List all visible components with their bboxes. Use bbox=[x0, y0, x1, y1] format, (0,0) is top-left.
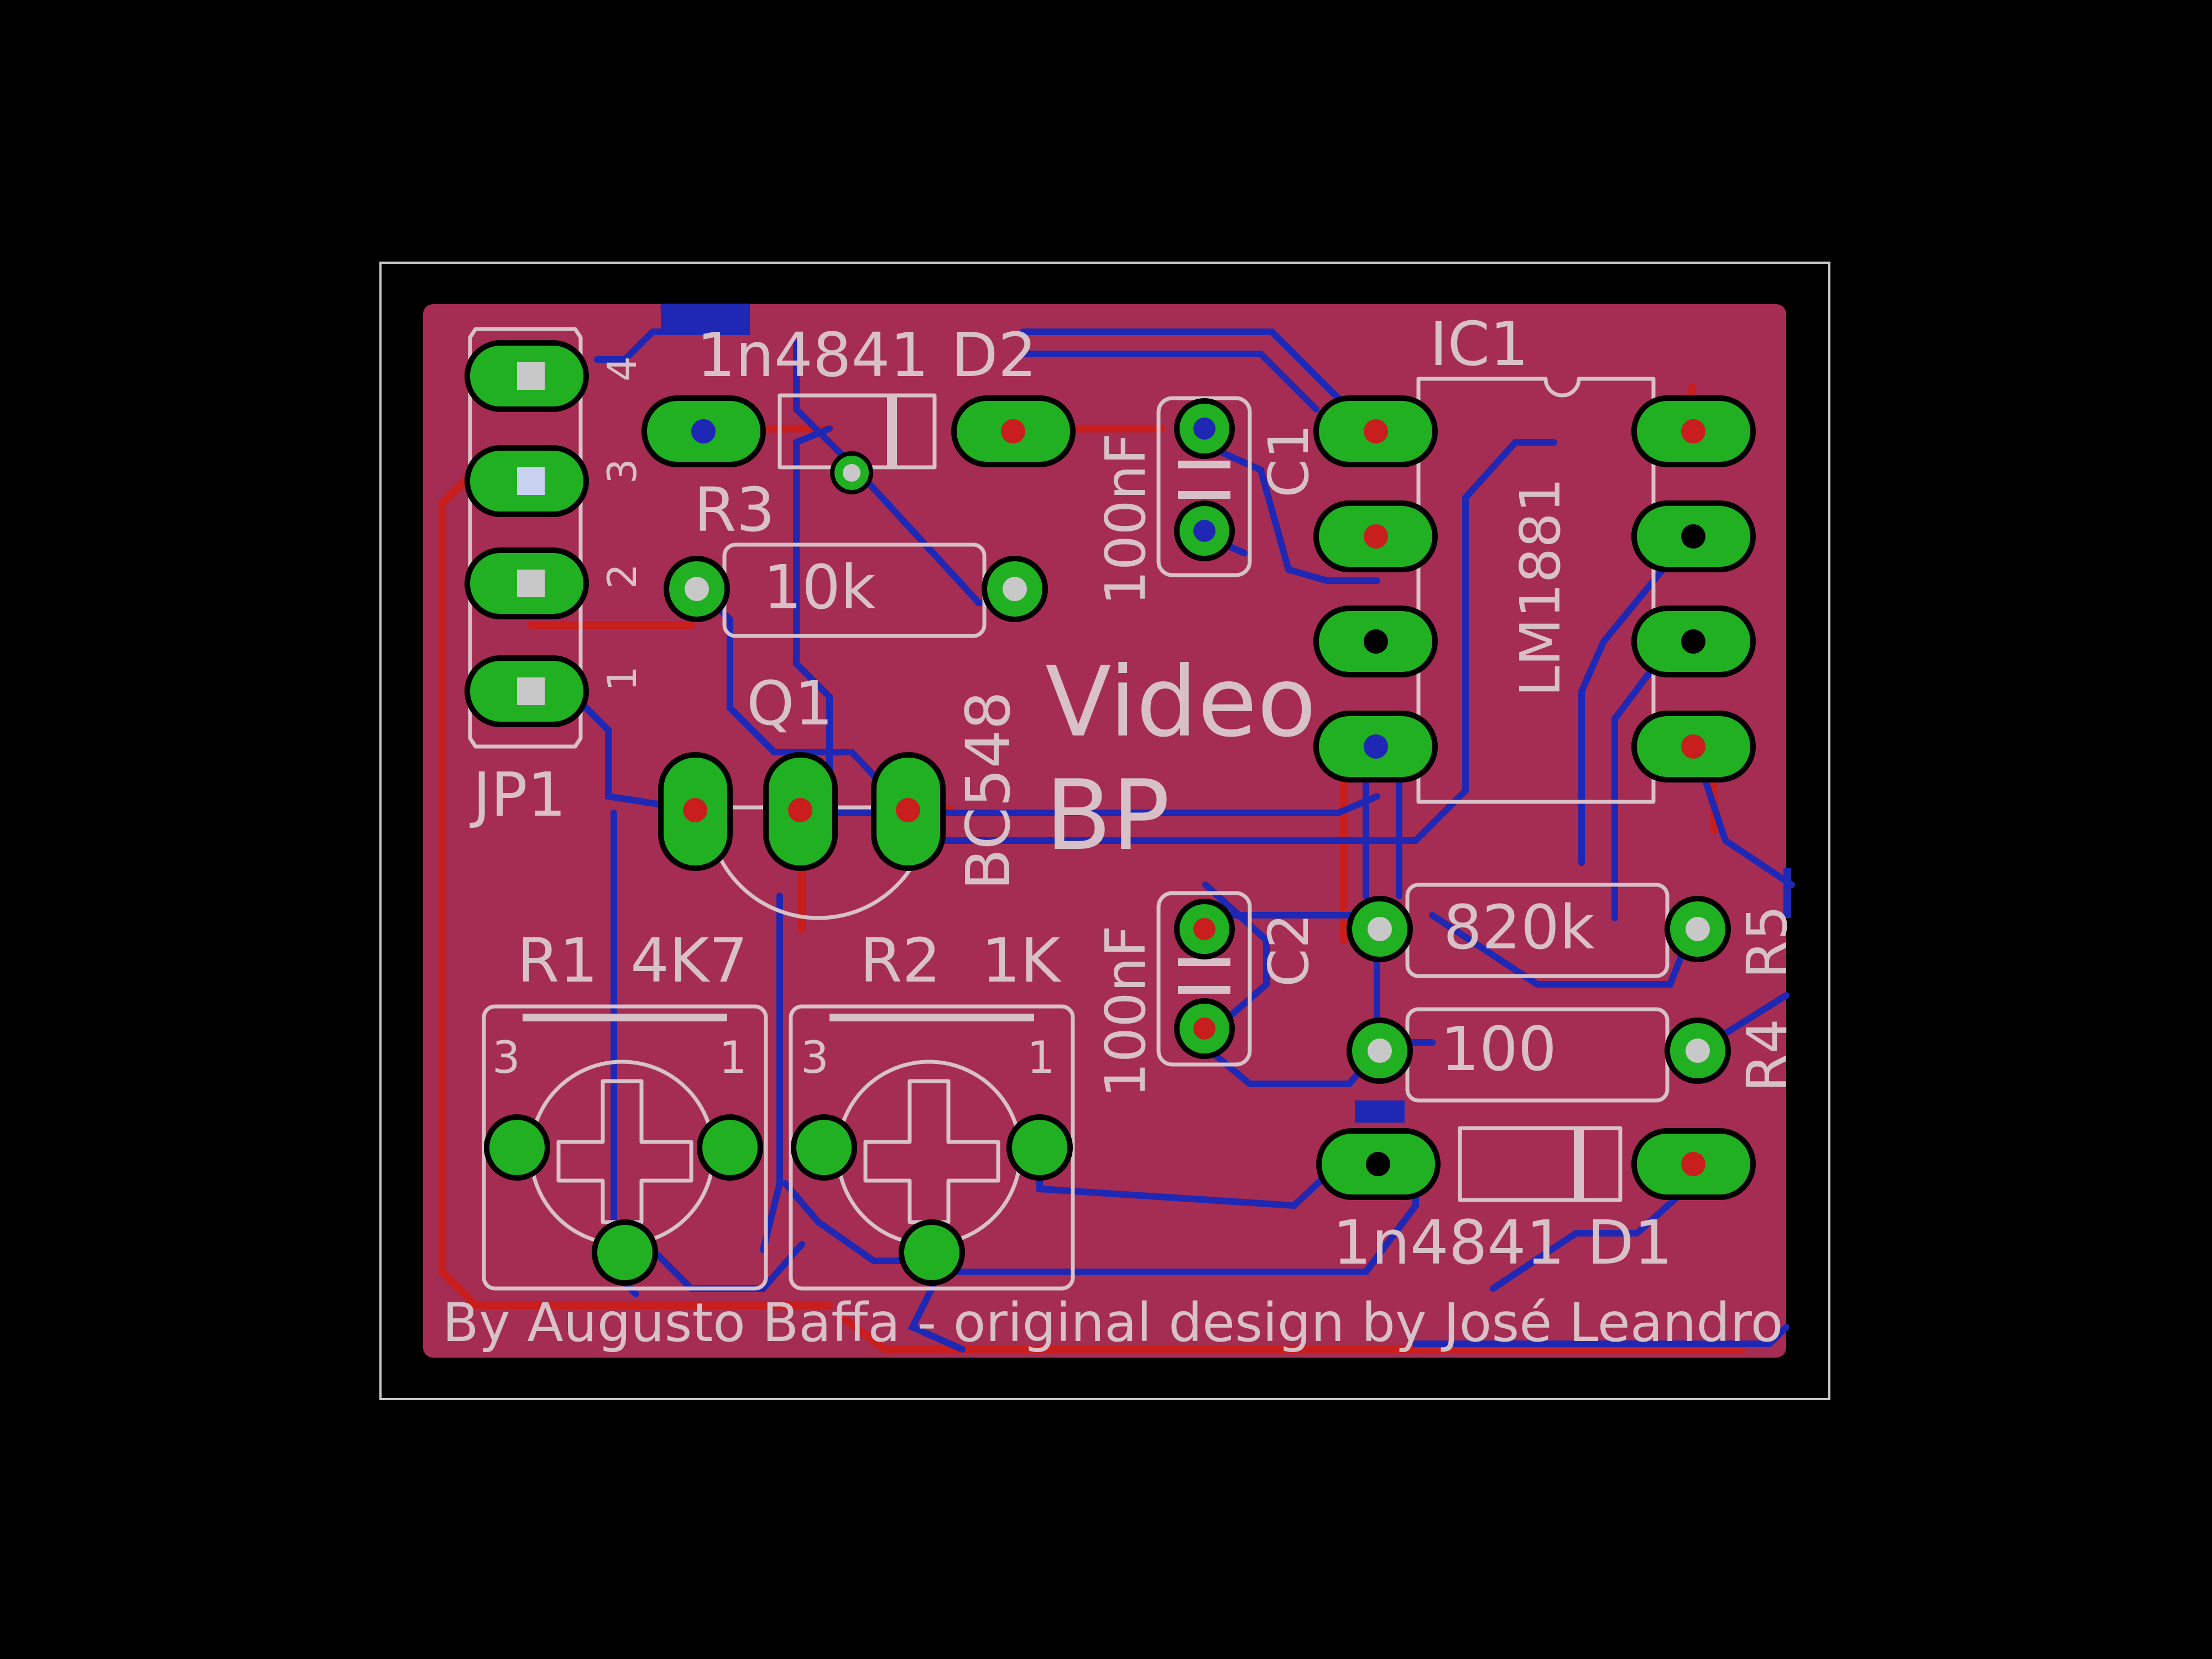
r2-pin3-label: 3 bbox=[801, 1032, 829, 1083]
jp1-pin1-label: 1 bbox=[599, 666, 645, 691]
r5-value-label: 820k bbox=[1443, 892, 1595, 963]
jp1-pin2-label: 2 bbox=[599, 564, 645, 589]
drill-holes bbox=[517, 362, 1710, 1176]
title-video: Video bbox=[1045, 646, 1316, 759]
ic1-outline bbox=[1416, 377, 1656, 804]
c2-outline bbox=[1156, 891, 1252, 1067]
r2-value-label: 1K bbox=[982, 925, 1062, 996]
c1-name-label: C1 bbox=[1256, 424, 1321, 498]
ic1-value-label: LM1881 bbox=[1508, 478, 1573, 697]
copper-pour bbox=[423, 304, 1786, 1358]
c2-name-label: C2 bbox=[1256, 914, 1321, 987]
jp1-pin3-label: 3 bbox=[599, 458, 645, 484]
d1-value-label: 1n4841 bbox=[1333, 1207, 1565, 1278]
r4-name-label: R4 bbox=[1735, 1019, 1799, 1092]
title-bp: BP bbox=[1045, 760, 1170, 872]
silkscreen bbox=[468, 327, 1670, 1291]
credit-line: By Augusto Baffa - original design by Jo… bbox=[442, 1292, 1783, 1354]
r3-name-label: R3 bbox=[694, 474, 775, 545]
c1-value-label: 100nF bbox=[1093, 433, 1158, 606]
r1-pin1-label: 1 bbox=[719, 1032, 747, 1083]
r1-name-label: R1 bbox=[517, 925, 598, 996]
silkscreen-labels: 1n4841 D2 IC1 LM1881 C1 100nF R3 10k 4 3… bbox=[442, 309, 1799, 1354]
r2-pin1-label: 1 bbox=[1027, 1032, 1055, 1083]
q1-name-label: Q1 bbox=[747, 668, 833, 739]
jp1-name-label: JP1 bbox=[469, 759, 566, 830]
d1-name-label: D1 bbox=[1587, 1207, 1673, 1278]
r4-value-label: 100 bbox=[1441, 1014, 1557, 1084]
r5-name-label: R5 bbox=[1735, 905, 1799, 979]
board-outline bbox=[379, 262, 1830, 1400]
c2-value-label: 100nF bbox=[1093, 925, 1158, 1098]
jp1-pin4-label: 4 bbox=[599, 356, 645, 382]
d2-value-label: 1n4841 bbox=[697, 320, 929, 390]
d2-name-label: D2 bbox=[951, 320, 1037, 390]
r1-pin3-label: 3 bbox=[492, 1032, 520, 1083]
r3-value-label: 10k bbox=[763, 552, 876, 623]
c1-outline bbox=[1156, 396, 1252, 577]
q1-value-label: BC548 bbox=[953, 691, 1024, 890]
ic1-name-label: IC1 bbox=[1430, 309, 1528, 379]
r1-value-label: 4K7 bbox=[630, 925, 748, 996]
d1-outline bbox=[1458, 1126, 1623, 1202]
r2-name-label: R2 bbox=[860, 925, 941, 996]
